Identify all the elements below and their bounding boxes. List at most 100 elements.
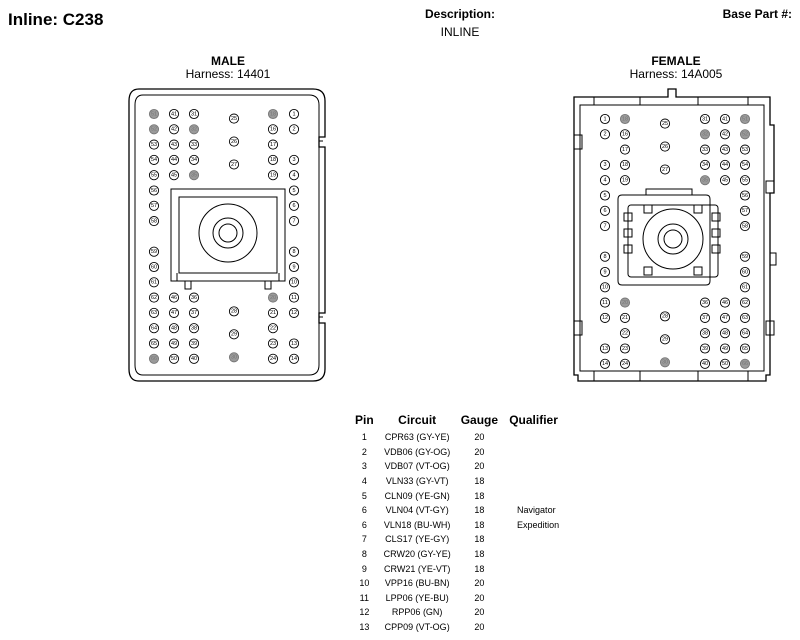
- pin-cell: 5: [361, 490, 367, 501]
- pin-cell: 13: [359, 622, 370, 633]
- pin-cell: 10: [359, 578, 370, 589]
- female-pin-label: 52: [742, 132, 748, 138]
- male-pin-label: 54: [151, 157, 157, 163]
- pin-cell: 11: [359, 592, 369, 603]
- gauge-cell: 18: [474, 476, 485, 487]
- female-pin-label: 18: [622, 116, 628, 122]
- female-pin: [699, 358, 711, 369]
- male-pin: [168, 170, 180, 181]
- base-part-label: Base Part #:: [722, 7, 792, 21]
- female-pin: [619, 144, 631, 155]
- circuit-cell: VLN33 (GY-VT): [385, 476, 449, 487]
- male-pin: [168, 124, 180, 135]
- gauge-cell: 18: [474, 519, 485, 530]
- circuit-cell: VPP16 (BU-BN): [384, 578, 450, 589]
- header-pin: Pin: [355, 413, 374, 427]
- female-pin: [659, 118, 671, 129]
- male-pin-label: 60: [151, 264, 157, 270]
- male-pin: [228, 113, 240, 124]
- header-gauge: Gauge: [460, 413, 499, 427]
- male-pin: [188, 353, 200, 364]
- female-pin: [619, 129, 631, 140]
- qualifier-cell: [503, 532, 564, 547]
- male-pin-label: 51: [151, 111, 157, 117]
- gauge-cell: 18: [474, 490, 485, 501]
- female-pin: [739, 282, 751, 293]
- female-pin: [739, 251, 751, 262]
- female-pin: [599, 251, 611, 262]
- female-pin: [599, 312, 611, 323]
- male-pin: [288, 261, 300, 273]
- female-pin: [719, 144, 731, 155]
- male-pin-label: 43: [171, 142, 177, 148]
- circuit-cell: CRW20 (GY-YE): [383, 549, 451, 560]
- male-pin: [267, 139, 279, 150]
- qualifier-cell: [503, 488, 564, 503]
- female-pin-label: 58: [742, 223, 748, 229]
- male-pin-label: 42: [171, 127, 177, 133]
- male-pin: [228, 329, 240, 340]
- male-pin: [288, 154, 300, 165]
- pin-cell: 8: [361, 549, 367, 560]
- male-pin-label: 18: [270, 157, 276, 163]
- male-pin: [168, 154, 180, 165]
- circuit-cell: CPR63 (GY-YE): [384, 432, 450, 443]
- male-pin-label: 56: [151, 188, 157, 194]
- male-pin: [267, 353, 279, 364]
- male-pin-label: 39: [191, 341, 197, 347]
- female-pin: [619, 358, 631, 369]
- male-pin-label: 40: [191, 356, 197, 362]
- male-pin: [148, 170, 160, 181]
- female-pin-label: 63: [742, 315, 748, 321]
- female-pin-label: 26: [662, 144, 668, 150]
- gauge-cell: 20: [474, 622, 485, 633]
- male-pin: [188, 307, 200, 318]
- female-pin-label: 14: [602, 361, 608, 367]
- qualifier-cell: [503, 430, 564, 445]
- female-pin-label: 27: [662, 167, 668, 173]
- female-pin-label: 1: [603, 116, 606, 122]
- male-pin: [288, 200, 300, 211]
- male-pin-label: 6: [292, 203, 295, 209]
- female-pin: [619, 175, 631, 186]
- male-pin-label: 55: [151, 173, 157, 179]
- qualifier-cell: [503, 459, 564, 474]
- male-pin-label: 17: [270, 142, 276, 148]
- female-pin: [599, 221, 611, 232]
- male-title: MALE: [211, 54, 245, 68]
- male-pin: [288, 292, 300, 303]
- male-pin-label: 49: [171, 341, 177, 347]
- female-pin: [699, 144, 711, 155]
- male-pin: [288, 185, 300, 196]
- male-pin-label: 38: [191, 326, 197, 332]
- male-pin: [228, 352, 240, 363]
- circuit-cell: VDB07 (VT-OG): [384, 461, 450, 472]
- female-pin-label: 57: [742, 208, 748, 214]
- male-pin: [148, 338, 160, 349]
- male-pin: [188, 170, 200, 181]
- qualifier-cell: [503, 620, 564, 635]
- female-pin-label: 43: [722, 147, 728, 153]
- qualifier-cell: Expedition: [517, 519, 560, 530]
- female-harness: Harness: 14A005: [629, 67, 723, 81]
- male-pin: [148, 108, 160, 120]
- male-pin-label: 19: [270, 173, 276, 179]
- female-pin: [659, 141, 671, 152]
- female-pin: [719, 297, 731, 308]
- male-pin: [148, 154, 160, 165]
- male-pin-label: 12: [291, 310, 297, 316]
- female-pin: [599, 129, 611, 140]
- female-pin-label: 60: [742, 269, 748, 275]
- male-pin-label: 47: [171, 310, 177, 316]
- pin-cell: 6: [361, 505, 367, 516]
- circuit-cell: LPP06 (YE-BU): [385, 592, 449, 603]
- pin-cell: 9: [361, 563, 367, 574]
- male-pin: [288, 307, 300, 318]
- male-pin-label: 33: [191, 142, 197, 148]
- female-pin: [599, 190, 611, 201]
- female-pin: [699, 113, 711, 125]
- male-pin: [168, 353, 180, 364]
